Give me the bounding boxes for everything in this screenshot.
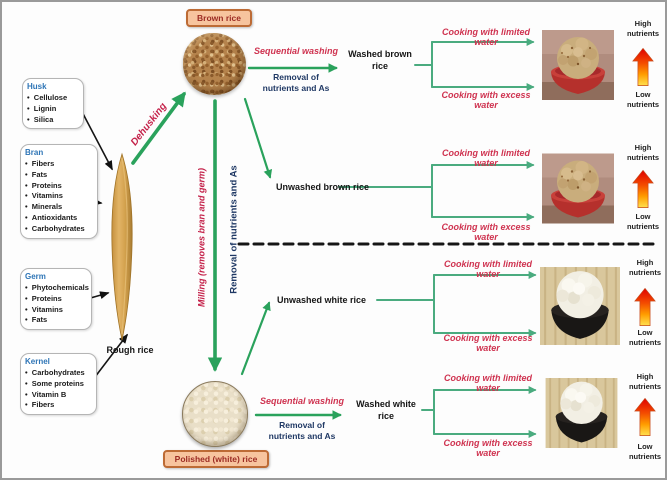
germ-item: Vitamins bbox=[25, 305, 89, 316]
rough-rice-grain-photo bbox=[111, 152, 133, 341]
cooked-white-rice-bowl-photo bbox=[540, 267, 620, 345]
nutrient-gradient-arrow bbox=[632, 168, 654, 210]
washed-white-rice-label: Washed white rice bbox=[356, 399, 416, 421]
bran-item: Vitamins bbox=[25, 191, 95, 202]
cooking-limited-label: Cooking with limited water bbox=[442, 27, 530, 47]
bran-item: Carbohydrates bbox=[25, 224, 95, 235]
unwashed-brown-rice-label: Unwashed brown rice bbox=[276, 182, 370, 192]
low-nutrients-label: Low nutrients bbox=[628, 442, 662, 461]
unwashed-white-rice-label: Unwashed white rice bbox=[277, 295, 367, 305]
washed-brown-rice-label: Washed brown rice bbox=[348, 49, 412, 71]
husk-composition-box: Husk Cellulose Lignin Silica bbox=[22, 78, 84, 130]
bran-composition-box: Bran Fibers Fats Proteins Vitamins Miner… bbox=[20, 144, 98, 239]
kernel-item: Fibers bbox=[25, 400, 94, 411]
bran-item: Fats bbox=[25, 170, 95, 181]
germ-composition-box: Germ Phytochemicals Proteins Vitamins Fa… bbox=[20, 268, 92, 331]
kernel-box-title: Kernel bbox=[25, 357, 50, 366]
high-nutrients-label: High nutrients bbox=[628, 372, 662, 391]
germ-item: Fats bbox=[25, 315, 89, 326]
cooking-limited-label: Cooking with limited water bbox=[444, 373, 532, 393]
nutrient-gradient-arrow bbox=[634, 286, 656, 328]
cooking-excess-label: Cooking with excess water bbox=[441, 90, 531, 110]
removal-note-line2: nutrients and As bbox=[262, 83, 330, 93]
white-rice-photo bbox=[182, 381, 248, 447]
husk-item: Lignin bbox=[27, 104, 81, 115]
husk-box-title: Husk bbox=[27, 82, 47, 91]
low-nutrients-label: Low nutrients bbox=[628, 328, 662, 347]
unwashed-brown-arrow bbox=[243, 97, 273, 179]
kernel-item: Vitamin B bbox=[25, 390, 94, 401]
bran-item: Proteins bbox=[25, 181, 95, 192]
sequential-washing-label-top: Sequential washing bbox=[253, 46, 338, 56]
germ-item: Phytochemicals bbox=[25, 283, 89, 294]
germ-box-title: Germ bbox=[25, 272, 46, 281]
milling-removal-label: Removal of nutrients and As bbox=[228, 165, 240, 294]
nutrient-gradient-arrow bbox=[632, 46, 654, 88]
cooked-brown-rice-bowl-photo bbox=[542, 30, 614, 100]
brown-rice-photo bbox=[183, 33, 246, 95]
cooking-excess-label: Cooking with excess water bbox=[441, 222, 531, 242]
removal-note-line1: Removal of bbox=[279, 420, 325, 430]
cooking-limited-label: Cooking with limited water bbox=[444, 259, 532, 279]
low-nutrients-label: Low nutrients bbox=[626, 212, 660, 231]
kernel-composition-box: Kernel Carbohydrates Some proteins Vitam… bbox=[20, 353, 97, 416]
high-nutrients-label: High nutrients bbox=[626, 143, 660, 162]
dehusking-label: Dehusking bbox=[128, 100, 170, 149]
bran-item: Fibers bbox=[25, 159, 95, 170]
nutrient-gradient-arrow bbox=[634, 396, 656, 438]
germ-item: Proteins bbox=[25, 294, 89, 305]
sequential-washing-label-bottom: Sequential washing bbox=[259, 396, 344, 406]
polished-rice-stage-label: Polished (white) rice bbox=[163, 450, 269, 468]
low-nutrients-label: Low nutrients bbox=[626, 90, 660, 109]
husk-item: Cellulose bbox=[27, 93, 81, 104]
kernel-item: Some proteins bbox=[25, 379, 94, 390]
cooking-excess-label: Cooking with excess water bbox=[443, 438, 533, 458]
milling-label: Milling (removes bran and germ) bbox=[196, 167, 207, 308]
husk-item: Silica bbox=[27, 115, 81, 126]
bran-item: Antioxidants bbox=[25, 213, 95, 224]
removal-note-bottom: Removal of nutrients and As bbox=[258, 420, 346, 442]
bran-box-title: Bran bbox=[25, 148, 44, 157]
high-nutrients-label: High nutrients bbox=[626, 19, 660, 38]
removal-note-line2: nutrients and As bbox=[268, 431, 336, 441]
cooked-white-rice-bowl-photo bbox=[543, 378, 620, 448]
cooked-brown-rice-bowl-photo bbox=[542, 153, 614, 224]
removal-note-top: Removal of nutrients and As bbox=[252, 72, 340, 94]
brown-rice-stage-label: Brown rice bbox=[186, 9, 252, 27]
unwashed-white-arrow bbox=[240, 301, 271, 376]
high-nutrients-label: High nutrients bbox=[628, 258, 662, 277]
bran-item: Minerals bbox=[25, 202, 95, 213]
cooking-limited-label: Cooking with limited water bbox=[442, 148, 530, 168]
cooking-excess-label: Cooking with excess water bbox=[443, 333, 533, 353]
kernel-item: Carbohydrates bbox=[25, 368, 94, 379]
removal-note-line1: Removal of bbox=[273, 72, 319, 82]
rough-rice-label: Rough rice bbox=[106, 345, 154, 355]
